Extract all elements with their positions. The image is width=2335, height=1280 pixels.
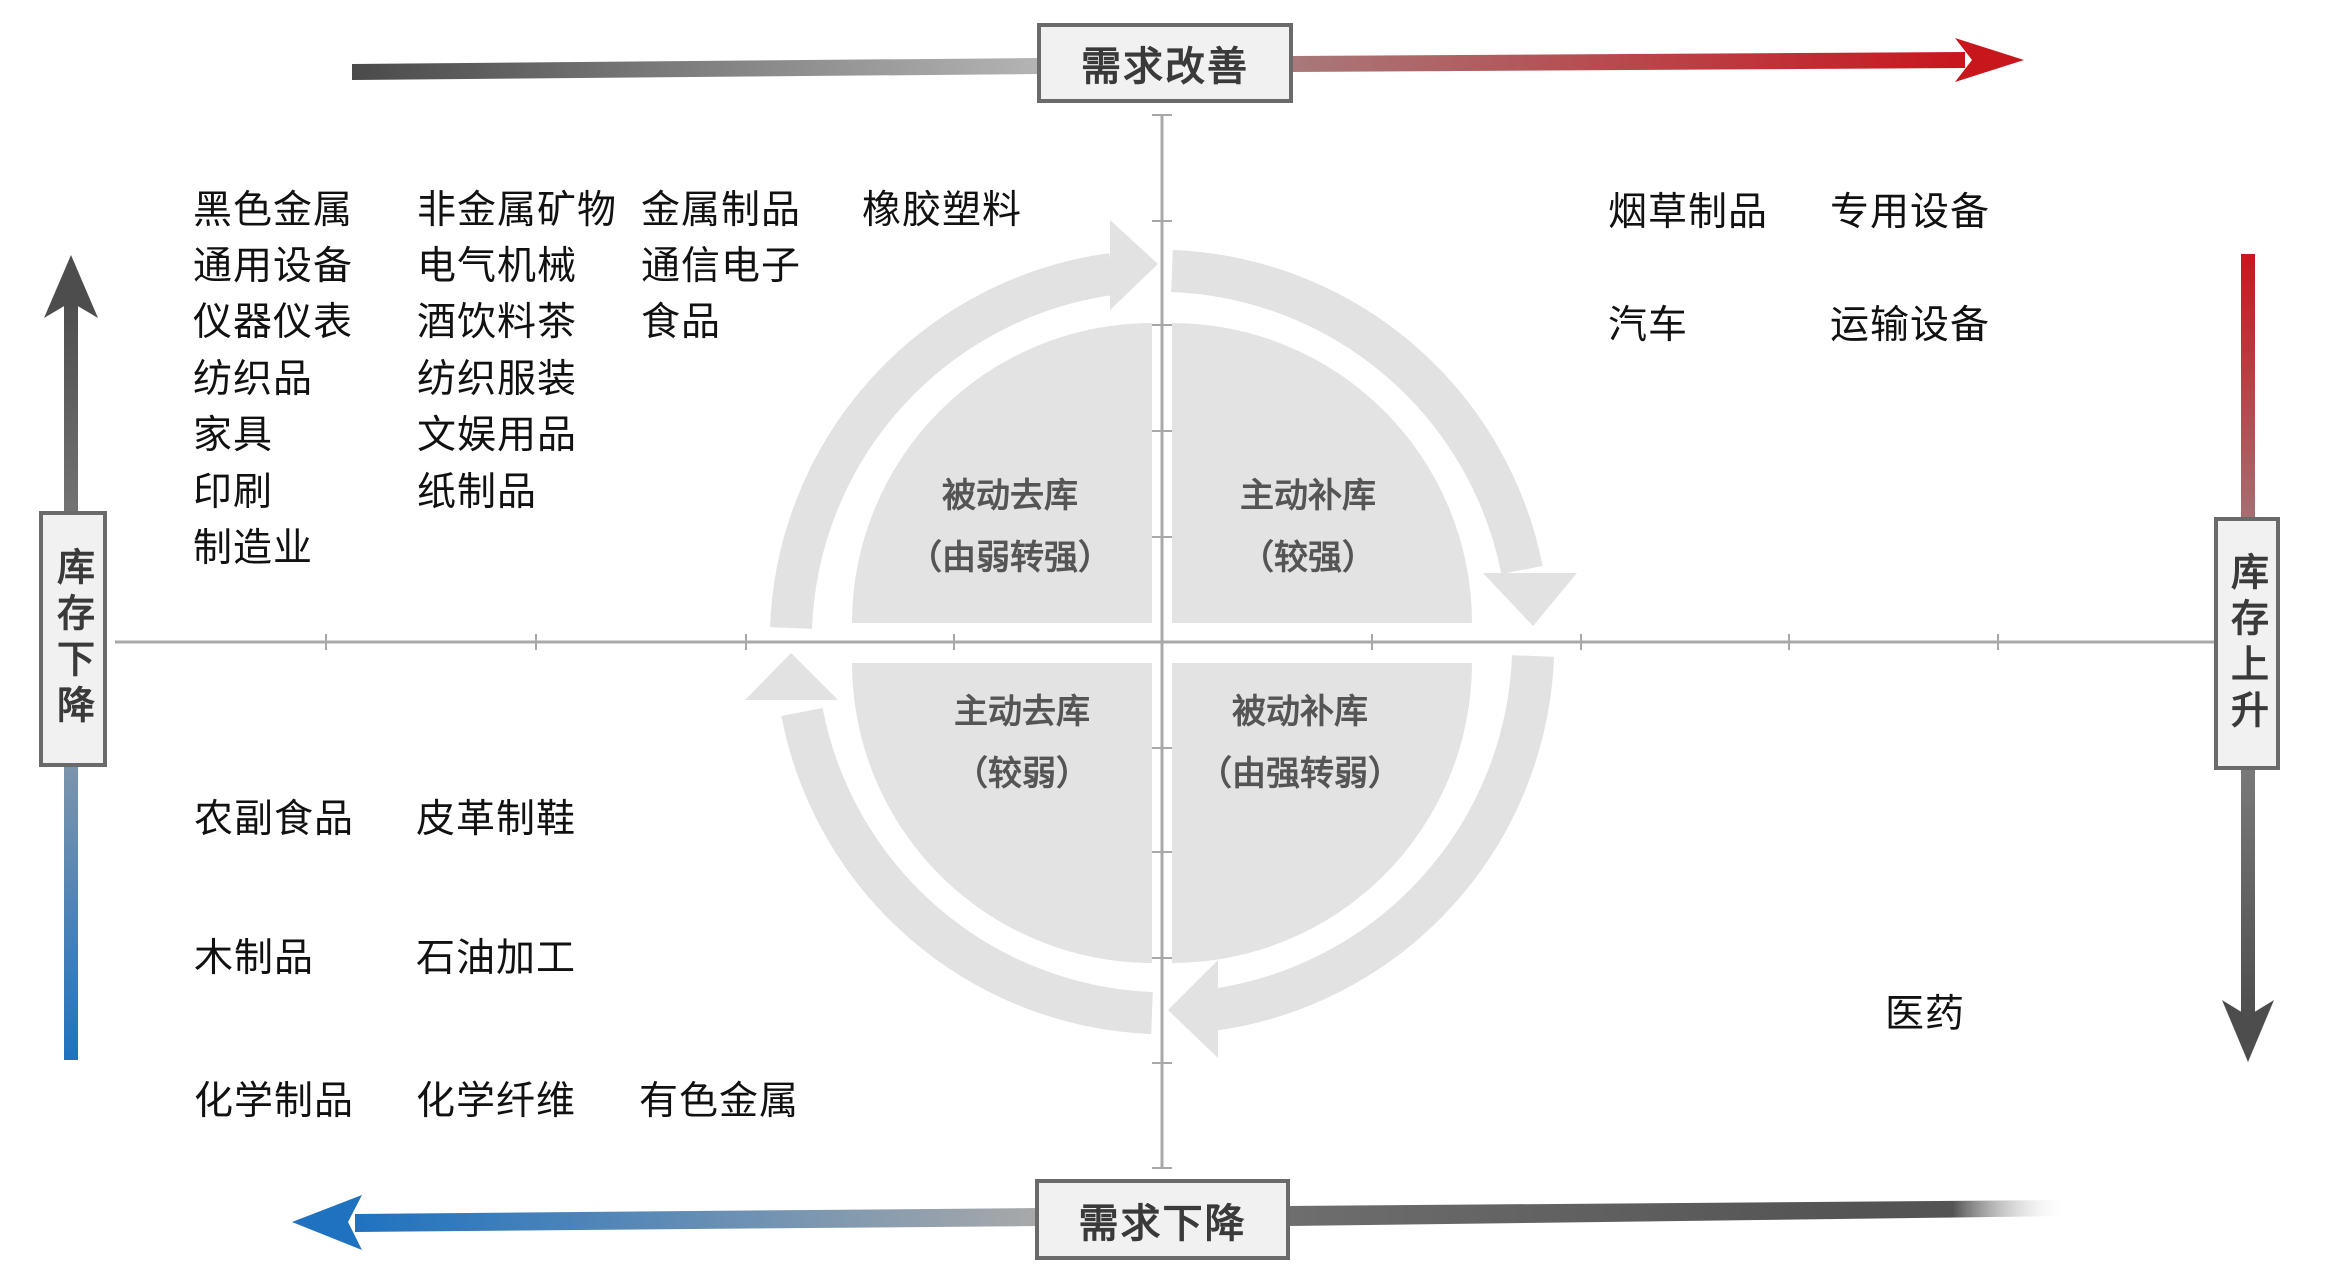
industry-label: 皮革制鞋	[416, 797, 577, 842]
cycle-arrowheads	[745, 220, 1577, 1058]
industry-label: 专用设备	[1830, 190, 1991, 235]
industry-label: 黑色金属	[193, 188, 354, 233]
industry-label: 金属制品	[641, 188, 802, 233]
industry-label: 农副食品	[194, 797, 355, 842]
industry-label: 印刷	[193, 470, 274, 515]
phase-active-destocking: 主动去库 （较弱）	[872, 681, 1172, 805]
industry-label: 纺织服装	[417, 357, 578, 402]
industry-label: 汽车	[1608, 303, 1689, 348]
industry-label: 通信电子	[641, 244, 802, 289]
industry-label: 电气机械	[417, 244, 578, 289]
phase-subtitle: （由弱转强）	[908, 538, 1112, 578]
industry-label: 家具	[193, 413, 274, 458]
industry-label: 橡胶塑料	[862, 188, 1023, 233]
phase-quadrant-fills	[852, 323, 1472, 963]
demand-decline-arrow	[292, 1195, 2070, 1250]
phase-subtitle: （较强）	[1240, 538, 1376, 578]
industry-label: 非金属矿物	[417, 188, 618, 233]
phase-title: 被动补库	[1232, 692, 1368, 732]
industry-label: 木制品	[194, 936, 315, 981]
inventory-decline-label: 库存下降	[39, 511, 107, 767]
cycle-arrows	[770, 250, 1554, 1034]
industry-label: 食品	[641, 300, 722, 345]
industry-label: 酒饮料茶	[417, 300, 578, 345]
axis-ticks	[325, 114, 1999, 1169]
phase-active-restocking: 主动补库 （较强）	[1158, 465, 1458, 589]
demand-improve-arrow	[352, 38, 2024, 82]
industry-label: 烟草制品	[1608, 190, 1769, 235]
industry-label: 纸制品	[417, 470, 538, 515]
industry-label: 运输设备	[1830, 303, 1991, 348]
phase-title: 主动补库	[1240, 476, 1376, 516]
industry-label: 有色金属	[639, 1079, 800, 1124]
phase-subtitle: （由强转弱）	[1198, 754, 1402, 794]
phase-title: 被动去库	[942, 476, 1078, 516]
inventory-rise-label: 库存上升	[2214, 517, 2280, 770]
industry-label: 纺织品	[193, 357, 314, 402]
industry-label: 文娱用品	[417, 413, 578, 458]
phase-passive-destocking: 被动去库 （由弱转强）	[860, 465, 1160, 589]
industry-label: 仪器仪表	[193, 300, 354, 345]
industry-label: 制造业	[193, 526, 314, 571]
phase-passive-restocking: 被动补库 （由强转弱）	[1150, 681, 1450, 805]
industry-label: 医药	[1885, 992, 1966, 1037]
industry-label: 石油加工	[416, 936, 577, 981]
demand-decline-label: 需求下降	[1035, 1179, 1290, 1260]
phase-title: 主动去库	[954, 692, 1090, 732]
industry-label: 通用设备	[193, 244, 354, 289]
axes	[115, 115, 2215, 1168]
phase-subtitle: （较弱）	[954, 754, 1090, 794]
demand-improve-label: 需求改善	[1037, 23, 1293, 103]
industry-label: 化学制品	[194, 1079, 355, 1124]
industry-label: 化学纤维	[416, 1079, 577, 1124]
